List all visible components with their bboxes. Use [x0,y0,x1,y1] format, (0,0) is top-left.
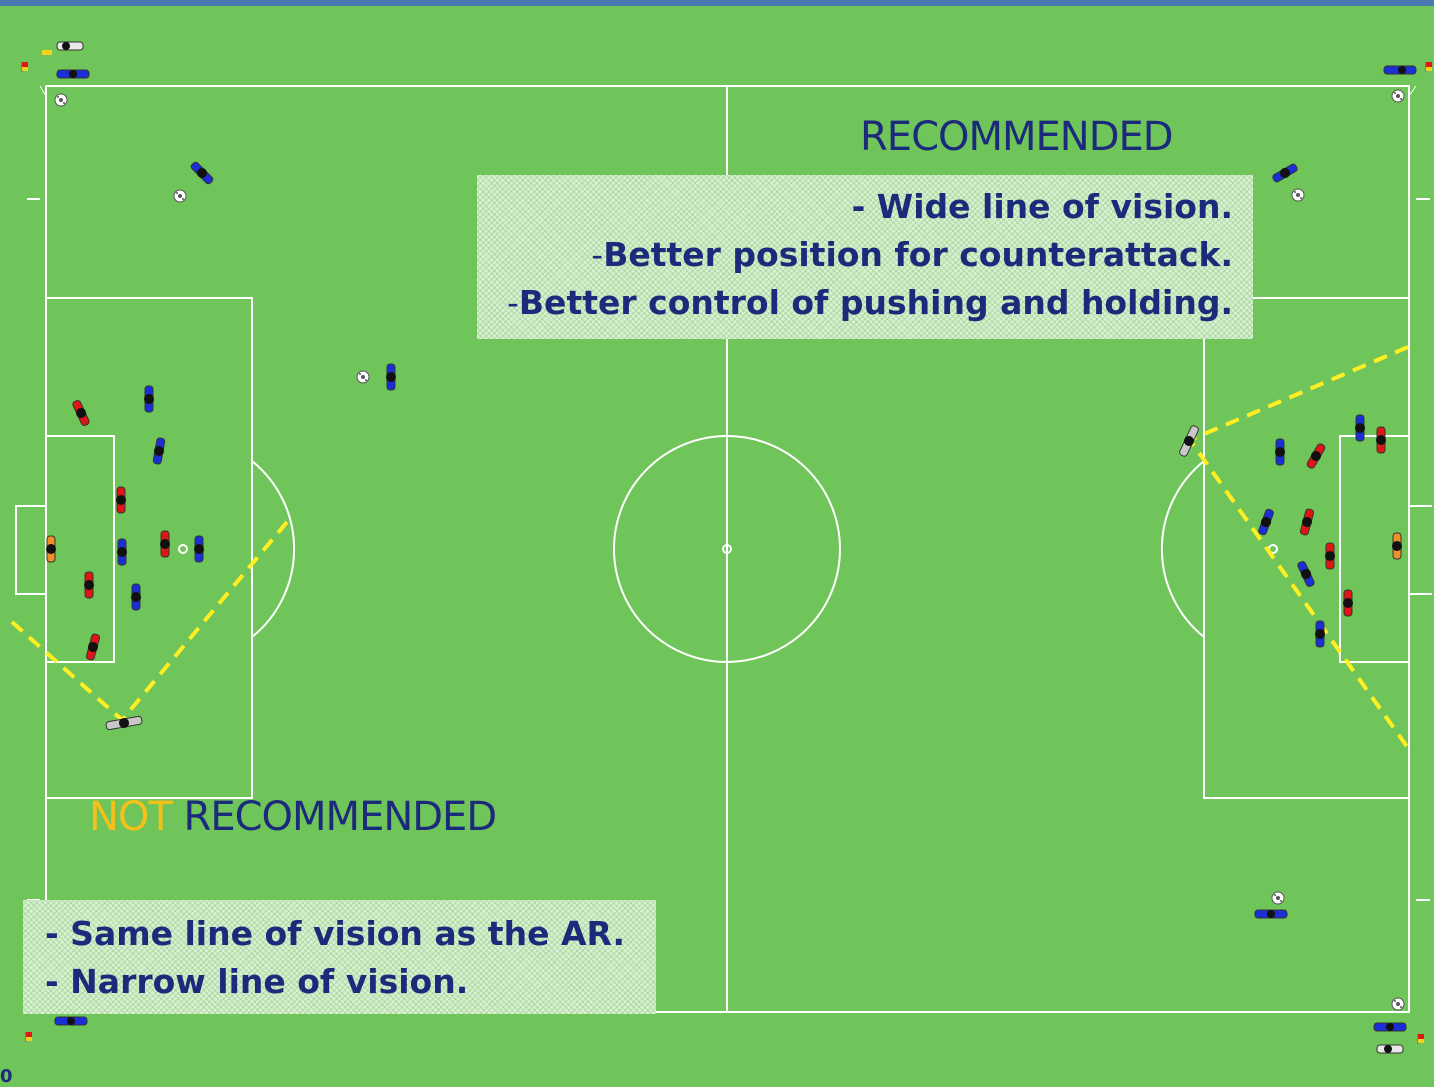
player-icon [130,583,142,611]
player-icon [151,436,167,466]
recommended-note: -Better control of pushing and holding. [506,283,1233,322]
assistant-referee-icon [1383,65,1417,75]
player-icon [1342,589,1354,617]
not-recommended-note: - Narrow line of vision. [45,962,469,1001]
ball-icon [1271,891,1285,905]
assistant-referee-icon [54,1016,88,1026]
player-icon [1391,532,1403,560]
not-recommended-heading-text: RECOMMENDED [171,794,498,840]
player-icon [188,159,216,187]
assistant-referee-icon [1254,909,1288,919]
ball-icon [1291,188,1305,202]
player-icon [1304,441,1328,471]
referee-icon [1179,425,1199,457]
corner-flag-icon [21,61,29,73]
top-border [0,0,1434,6]
not-recommended-note: - Same line of vision as the AR. [45,914,626,953]
player-icon [1274,438,1286,466]
player-icon [1295,559,1317,589]
player-icon [193,535,205,563]
centre-spot [722,544,732,554]
corner-flag-icon [1417,1033,1425,1045]
ball-icon [1391,89,1405,103]
player-icon [1298,507,1316,537]
assistant-referee-icon [1376,1044,1404,1054]
pitch-lines [15,85,1432,1013]
assistant-referee-icon [1373,1022,1407,1032]
player-icon [45,535,57,563]
player-icon [143,385,155,413]
assistant-referee-icon [56,69,90,79]
recommended-note: -Better position for counterattack. [591,235,1233,274]
corner-flag-icon [25,1031,33,1043]
player-icon [1314,620,1326,648]
ball-icon [173,189,187,203]
player-icon [70,398,92,428]
player-icon [1270,161,1300,185]
player-icon [115,486,127,514]
player-icon [83,571,95,599]
not-recommended-heading: NOT RECOMMENDED [89,794,498,840]
ball-icon [1391,997,1405,1011]
referee-icon [105,715,143,731]
corner-flag-icon [1425,61,1433,73]
player-icon [1354,414,1366,442]
ball-icon [54,93,68,107]
player-icon [1324,542,1336,570]
recommended-heading-text: RECOMMENDED [860,114,1174,160]
player-icon [84,632,102,662]
not-accent-text: NOT [89,794,173,840]
player-icon [385,363,397,391]
player-icon [1256,507,1276,537]
player-icon [159,530,171,558]
vision-line-recommended [1186,345,1410,750]
recommended-heading: RECOMMENDED [860,114,1174,160]
assistant-referee-icon [42,41,84,55]
ball-icon [356,370,370,384]
corner-mark: 0 [0,1066,13,1087]
player-icon [116,538,128,566]
recommended-note: - Wide line of vision. [851,187,1233,226]
player-icon [1375,426,1387,454]
penalty-spot-left [178,544,188,554]
recommended-notes: - Wide line of vision. -Better position … [477,175,1253,339]
not-recommended-notes: - Same line of vision as the AR. - Narro… [23,900,656,1014]
